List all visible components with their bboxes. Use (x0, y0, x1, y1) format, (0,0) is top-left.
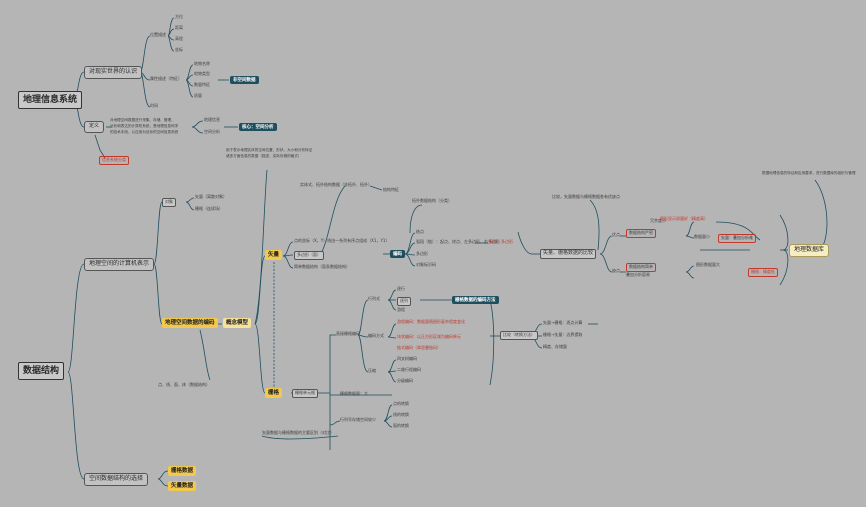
disadv-item[interactable]: 数据结构简单 (626, 263, 656, 272)
rep-child[interactable]: 栅格（连续场） (195, 206, 223, 211)
node-vector[interactable]: 矢量 (265, 250, 283, 261)
branch-structure-choice[interactable]: 空间数据结构的选择 (84, 473, 149, 486)
rep-child[interactable]: 矢量（离散对象） (195, 194, 227, 199)
branch-definition[interactable]: 定义 (84, 121, 105, 133)
tag-non-spatial[interactable]: 非空间数据 (230, 76, 259, 85)
raster-more[interactable]: 二维行程编码 (397, 367, 421, 372)
definition-text-2: 分析和表达的计算机系统，是地理信息科学 (110, 124, 179, 128)
node-geo-database[interactable]: 地理数据库 (789, 244, 830, 257)
disadv-item[interactable]: 叠加分析容易 (626, 272, 650, 277)
pos-item[interactable]: 方位 (175, 14, 183, 19)
teal-raster-encoding[interactable]: 栅格数据的编码方法 (452, 296, 499, 305)
vector-top[interactable]: 实体式、拓扑结构数据（非拓扑、拓扑） (300, 182, 372, 187)
pos-item[interactable]: 高程 (175, 36, 183, 41)
tag-spatial-analysis[interactable]: 核心：空间分析 (239, 123, 277, 132)
vector-item[interactable]: 简单数据结构（面条数据结构） (294, 264, 350, 269)
disadv-red[interactable]: 栅格：精度低 (748, 268, 778, 277)
raster-sub-item[interactable]: 逐行 (397, 286, 405, 291)
vector-item[interactable]: 点的坐标（X，Y）线由一系列有序点组成（X1，Y1） (294, 238, 390, 243)
attr-item[interactable]: 数量特征 (194, 82, 210, 87)
raster-more[interactable]: 分级编码 (397, 378, 413, 383)
top-note-2: 诸多方面信息的数据（描述、实际存储的格式） (226, 154, 302, 158)
box-concept-model[interactable]: 概念模型 (223, 318, 252, 329)
compare-item[interactable]: 矢量→栅格：逐点计算 (543, 320, 583, 325)
conv-item[interactable]: 线的转换 (393, 412, 409, 417)
red-classification[interactable]: 信息系统分类 (99, 156, 129, 165)
raster-bottom[interactable]: 行列号存储空间较少 (340, 417, 376, 422)
def-child[interactable]: 地理信息 (204, 117, 220, 122)
root-gis[interactable]: 地理信息系统 (18, 91, 83, 110)
right-top: 比较，矢量数据与栅格数据各有优缺点 (552, 194, 620, 199)
raster-item[interactable]: 行列式 (368, 296, 380, 301)
vector-item[interactable]: 多边形（面） (294, 251, 324, 260)
node-time[interactable]: 时间 (150, 103, 158, 108)
branch-encoding[interactable]: 地理空间数据的编码 (162, 318, 218, 329)
vector-enc-item[interactable]: 多边形 (416, 251, 428, 256)
adv-item[interactable]: 数据量小 (694, 234, 710, 239)
vector-enc-item[interactable]: 对象标识码 (416, 262, 436, 267)
adv-item[interactable]: 数据结构严密 (626, 229, 656, 238)
raster-box[interactable]: 栅格单元格 (292, 389, 318, 398)
definition-text-1: 对地理空间数据进行采集、存储、管理、 (110, 118, 175, 122)
compare-item[interactable]: 精度、存储量 (543, 344, 567, 349)
raster-bottom-note: 矢量数据与栅格数据的主要区别（对比） (262, 430, 334, 435)
tag-raster-data[interactable]: 栅格数据 (168, 466, 197, 477)
vector-enc-red[interactable]: 弧段、多边形 (489, 239, 513, 244)
disadv-item[interactable]: 图形数据量大 (696, 262, 720, 267)
raster-bottom[interactable]: 栅格数据量：大 (340, 391, 368, 396)
final-note: 根据地理信息的特征和应用要求，进行数据库的组织与管理 (762, 171, 856, 175)
adv-red[interactable]: 图形显示质量好（精度高） (660, 216, 708, 221)
vector-enc-head[interactable]: 拓扑数据结构（分类） (412, 198, 452, 203)
node-raster[interactable]: 栅格 (265, 388, 283, 399)
top-note-1: 用于表示地理实体的空间位置、形状、大小和分布特征 (226, 148, 313, 152)
conv-item[interactable]: 点的转换 (393, 401, 409, 406)
root-data-structure[interactable]: 数据结构 (18, 362, 65, 381)
definition-text-3: 的技术手段，以应用为目标的空间信息系统 (110, 130, 179, 134)
conv-item[interactable]: 面的转换 (393, 423, 409, 428)
teal-encoding[interactable]: 编码 (390, 250, 405, 259)
node-attribute[interactable]: 属性描述（特征） (150, 76, 182, 81)
box-object[interactable]: 对象 (162, 198, 176, 207)
compare-box[interactable]: 比较（转换方法） (500, 331, 538, 340)
raster-sub-item[interactable]: 逐列 (397, 297, 411, 306)
bottom-note: 点、线、面、体（数据结构） (158, 382, 210, 387)
node-compare-vr[interactable]: 矢量、栅格数据的比较 (540, 249, 597, 259)
adv-teal[interactable]: 矢量：叠加分析难 (718, 234, 756, 243)
vector-enc-item[interactable]: 结点 (416, 229, 424, 234)
attr-item[interactable]: 地物名称 (194, 61, 210, 66)
node-adv[interactable]: 优点 (612, 232, 620, 237)
raster-sub-item[interactable]: 游程 (397, 307, 405, 312)
raster-more[interactable]: 四叉树编码 (397, 356, 417, 361)
attr-item[interactable]: 地物类型 (194, 71, 210, 76)
compare-item[interactable]: 栅格→矢量：边界提取 (543, 332, 583, 337)
branch-real-world[interactable]: 对现实世界的认识 (84, 66, 143, 79)
raster-red[interactable]: 游程编码：数据量随图形复杂程度变化 (397, 319, 465, 324)
def-child[interactable]: 空间分析 (204, 129, 220, 134)
node-position[interactable]: 位置描述 (150, 32, 166, 37)
raster-item[interactable]: 压缩 (368, 368, 376, 373)
node-disadv[interactable]: 缺点 (612, 268, 620, 273)
raster-sub[interactable]: 直接栅格编码 (336, 331, 360, 336)
adv-item[interactable]: 冗余度小 (650, 218, 666, 223)
raster-red[interactable]: 块状编码：以正方形区域为编码单元 (397, 334, 461, 339)
pos-item[interactable]: 距离 (175, 25, 183, 30)
pos-item[interactable]: 坐标 (175, 47, 183, 52)
raster-item[interactable]: 编码方式 (368, 333, 384, 338)
vector-enc-item[interactable]: 弧段（链）：起点、终点、左多边形、右多边形 (416, 239, 500, 244)
attr-item[interactable]: 质量 (194, 93, 202, 98)
tag-vector-data[interactable]: 矢量数据 (168, 481, 197, 492)
branch-computer-representation[interactable]: 地理空间的计算机表示 (84, 258, 155, 271)
vector-top2[interactable]: 结构特征 (383, 187, 399, 192)
raster-red[interactable]: 链式编码（弗里曼链码） (397, 345, 441, 350)
